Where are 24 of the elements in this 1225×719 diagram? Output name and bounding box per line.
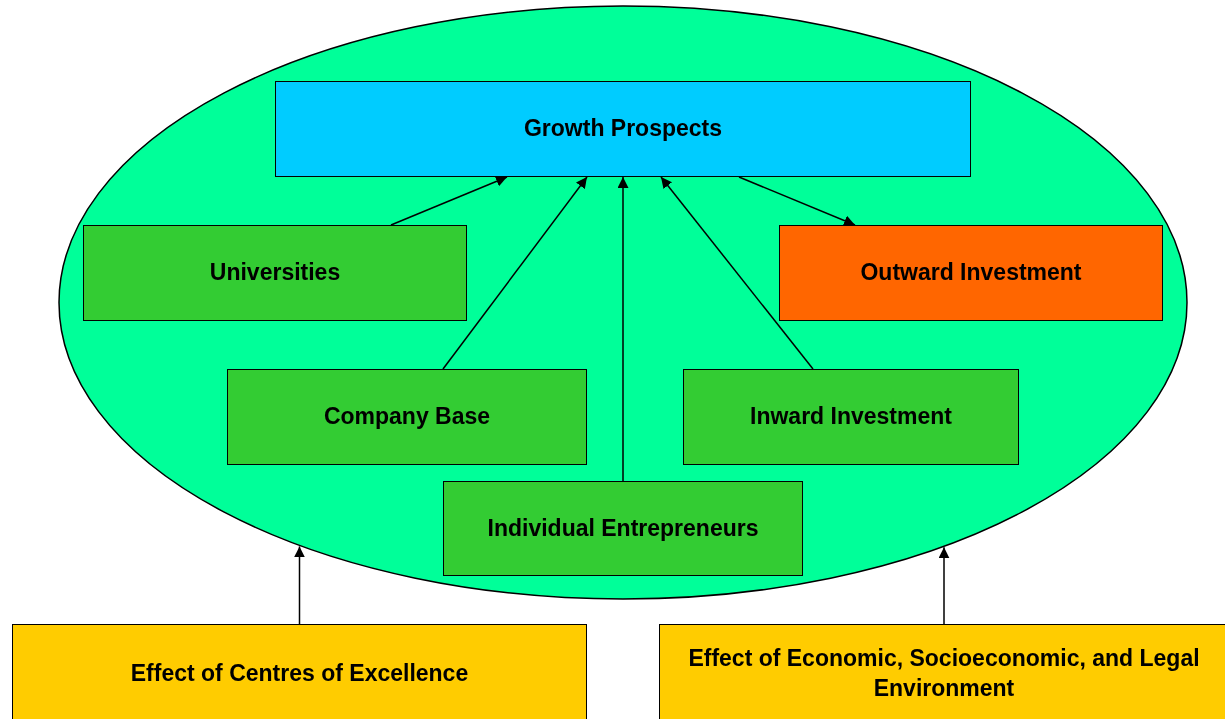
process-box <box>83 225 467 321</box>
process-box <box>12 624 587 719</box>
process-box <box>227 369 587 465</box>
arrow <box>660 176 814 370</box>
node-label: Inward Investment <box>749 402 953 432</box>
arrow <box>442 176 588 370</box>
process-box <box>275 81 971 177</box>
process-box <box>683 369 1019 465</box>
node-label: Company Base <box>322 402 492 432</box>
ellipse-shape <box>58 5 1188 600</box>
node-label: Individual Entrepreneurs <box>486 513 760 543</box>
arrow <box>390 176 508 226</box>
node-label: Effect of Economic, Socioeconomic, and Legal Environment <box>687 644 1201 703</box>
node-label: Effect of Centres of Excellence <box>129 659 470 689</box>
arrow <box>294 545 305 625</box>
node-label: Outward Investment <box>859 258 1083 288</box>
arrow <box>617 176 629 482</box>
node-label: Growth Prospects <box>522 114 724 144</box>
arrow <box>938 546 950 625</box>
process-box <box>779 225 1163 321</box>
process-box <box>443 481 803 576</box>
node-label: Universities <box>208 258 342 288</box>
process-box <box>659 624 1225 719</box>
arrow <box>738 176 856 226</box>
